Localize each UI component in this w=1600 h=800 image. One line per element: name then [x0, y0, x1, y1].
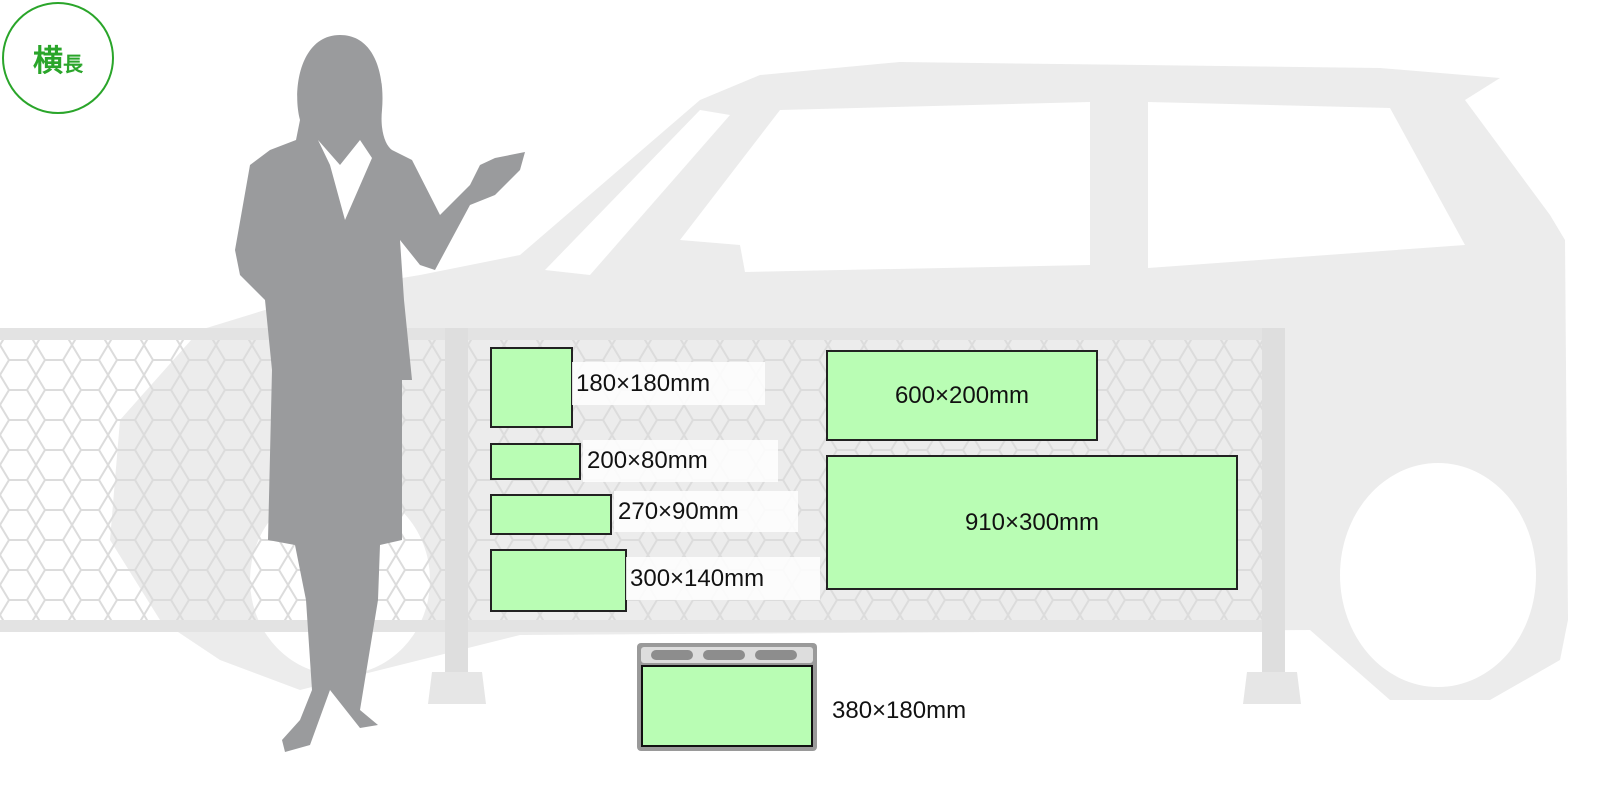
holder-top — [641, 647, 813, 663]
sign-label-380x180: 380×180mm — [832, 697, 967, 724]
sign-label-270x90: 270×90mm — [614, 491, 798, 532]
sign-270x90 — [490, 494, 612, 535]
sign-180x180 — [490, 347, 573, 428]
holder-slot — [703, 650, 745, 660]
woman-silhouette — [235, 35, 525, 752]
sign-600x200: 600×200mm — [826, 350, 1098, 441]
holder-slot — [651, 650, 693, 660]
badge-char-1: 横 — [33, 45, 63, 78]
badge-char-2: 長 — [63, 53, 83, 76]
sign-label-180x180: 180×180mm — [572, 362, 765, 405]
sign-label-200x80: 200×80mm — [583, 440, 778, 482]
holder-slot — [755, 650, 797, 660]
sign-300x140 — [490, 549, 627, 612]
orientation-badge: 横 長 — [2, 2, 114, 114]
sign-910x300: 910×300mm — [826, 455, 1238, 590]
sign-label-600x200: 600×200mm — [894, 381, 1030, 409]
sign-200x80 — [490, 443, 581, 480]
sign-holder-380x180 — [637, 643, 817, 751]
sign-label-910x300: 910×300mm — [964, 508, 1100, 536]
sign-label-300x140: 300×140mm — [626, 557, 820, 600]
sign-380x180 — [641, 665, 813, 747]
